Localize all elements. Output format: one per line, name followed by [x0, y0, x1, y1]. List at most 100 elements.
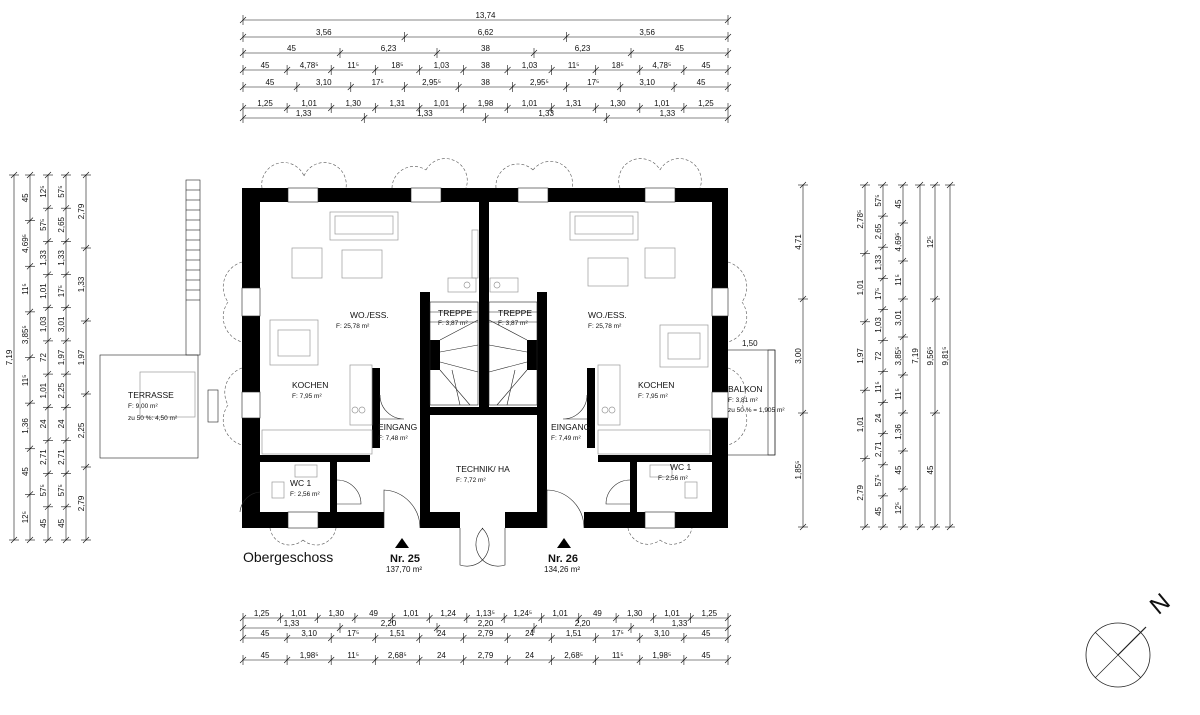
dimension-label: 2,71 — [57, 449, 66, 465]
room-name: WC 1 — [670, 462, 692, 472]
dimension-label: 1,25 — [257, 99, 273, 108]
dimension-label: 45 — [57, 518, 66, 527]
dimension-label: 6,62 — [478, 28, 494, 37]
dimension-label: 17⁵ — [372, 78, 384, 87]
dimension-label: 1,98 — [478, 99, 494, 108]
dimension-label: 3,10 — [316, 78, 332, 87]
room-name: WC 1 — [290, 478, 312, 488]
room-name: WO./ESS. — [588, 310, 627, 320]
dimension-label: 1,98⁵ — [300, 651, 319, 660]
dimension-label: 1,33 — [284, 619, 300, 628]
dimension-label: 4,69⁵ — [21, 234, 30, 253]
dimension-label: 1,33 — [672, 619, 688, 628]
dimension-label: 2,68⁵ — [564, 651, 583, 660]
dimension-label: 4,71 — [794, 234, 803, 250]
dimension-label: 45 — [287, 44, 296, 53]
house-number: Nr. 26 — [548, 553, 578, 565]
dimension-label: 11⁵ — [21, 283, 30, 295]
dimension-label: 1,13⁵ — [476, 609, 495, 618]
dimension-label: 1,01 — [552, 609, 568, 618]
dimension-label: 12⁵ — [39, 185, 48, 197]
dimension-label: 2,95⁵ — [422, 78, 441, 87]
dimension-label: 11⁵ — [894, 388, 903, 400]
room-note: zu 50 % = 1,905 m² — [728, 407, 785, 414]
dimension-label: 11⁵ — [347, 61, 359, 70]
dimension-label: 1,30 — [328, 609, 344, 618]
dimension-label: 3,10 — [301, 629, 317, 638]
dimension-label: 2,79 — [478, 629, 494, 638]
dimension-label: 2,25 — [57, 382, 66, 398]
dimension-label: 1,98⁵ — [652, 651, 671, 660]
dimension-label: 2,79 — [478, 651, 494, 660]
room-name: KOCHEN — [638, 380, 674, 390]
room-area: F: 7,49 m² — [551, 435, 581, 442]
room-name: WO./ESS. — [350, 310, 389, 320]
dimension-label: 24 — [437, 629, 446, 638]
dimension-label: 2,71 — [39, 449, 48, 465]
floor-title: Obergeschoss — [243, 549, 333, 565]
room-area: F: 3,81 m² — [728, 397, 758, 404]
dimension-label: 45 — [702, 651, 711, 660]
furniture — [261, 211, 711, 499]
dimension-label: 1,31 — [390, 99, 406, 108]
dimension-label: 1,33 — [538, 109, 554, 118]
room-area: F: 2,56 m² — [290, 491, 320, 498]
dimension-label: 72 — [874, 351, 883, 360]
dimension-label: 1,01 — [654, 99, 670, 108]
room-area: F: 3,87 m² — [498, 320, 528, 327]
room-area: F: 7,72 m² — [456, 477, 486, 484]
dimension-label: 1,25 — [702, 609, 718, 618]
dimension-label: 2,71 — [874, 441, 883, 457]
dimension-label: 1,97 — [856, 348, 865, 364]
dimension-label: 38 — [481, 78, 490, 87]
dimension-label: 7,19 — [5, 349, 14, 365]
room-name: KOCHEN — [292, 380, 328, 390]
dimension-label: 2,78⁵ — [856, 210, 865, 229]
house-area: 134,26 m² — [544, 565, 580, 574]
dimension-label: 1,33 — [417, 109, 433, 118]
dimension-label: 3,85⁵ — [894, 347, 903, 366]
dimension-label: 2,79 — [77, 495, 86, 511]
dimension-label: 4,78⁵ — [300, 61, 319, 70]
room-name: TECHNIK/ HA — [456, 464, 510, 474]
dimension-label: 17⁵ — [587, 78, 599, 87]
dimension-label: 4,78⁵ — [652, 61, 671, 70]
dimension-label: 57⁵ — [57, 484, 66, 496]
dimension-label: 11⁵ — [568, 61, 580, 70]
dimension-label: 1,01 — [39, 382, 48, 398]
dimension-label: 38 — [481, 44, 490, 53]
dimension-label: 1,33 — [39, 250, 48, 266]
dimension-label: 11⁵ — [347, 651, 359, 660]
dimension-label: 17⁵ — [57, 285, 66, 297]
dimension-label: 13,74 — [475, 11, 496, 20]
dimension-label: 2,65 — [874, 223, 883, 239]
dimension-label: 45 — [265, 78, 274, 87]
dimension-label: 9,56⁵ — [926, 347, 935, 366]
dimension-label: 18⁵ — [391, 61, 403, 70]
dimension-label: 45 — [21, 193, 30, 202]
dimension-label: 1,33 — [57, 250, 66, 266]
dimension-label: 3,10 — [639, 78, 655, 87]
room-name: BALKON — [728, 384, 763, 394]
dimension-label: 1,24 — [440, 609, 456, 618]
dimension-label: 1,30 — [610, 99, 626, 108]
dimension-label: 57⁵ — [874, 474, 883, 486]
dimension-label: 1,85⁵ — [794, 461, 803, 480]
dimension-label: 57⁵ — [57, 185, 66, 197]
dimension-label: 12⁵ — [894, 502, 903, 514]
room-area: F: 9,00 m² — [128, 403, 158, 410]
dimension-label: 45 — [874, 506, 883, 515]
dimension-label: 1,31 — [566, 99, 582, 108]
dimension-label: 1,97 — [57, 349, 66, 365]
house-26: Nr. 26 134,26 m² — [544, 538, 580, 574]
dimension-label: 45 — [261, 61, 270, 70]
room-name: TREPPE — [438, 308, 472, 318]
dimension-label: 2,65 — [57, 216, 66, 232]
dimension-label: 1,33 — [660, 109, 676, 118]
dimension-label: 11⁵ — [21, 375, 30, 387]
dimension-label: 45 — [261, 629, 270, 638]
room-area: F: 3,87 m² — [438, 320, 468, 327]
dimension-label: 45 — [39, 518, 48, 527]
dimension-label: 6,23 — [381, 44, 397, 53]
